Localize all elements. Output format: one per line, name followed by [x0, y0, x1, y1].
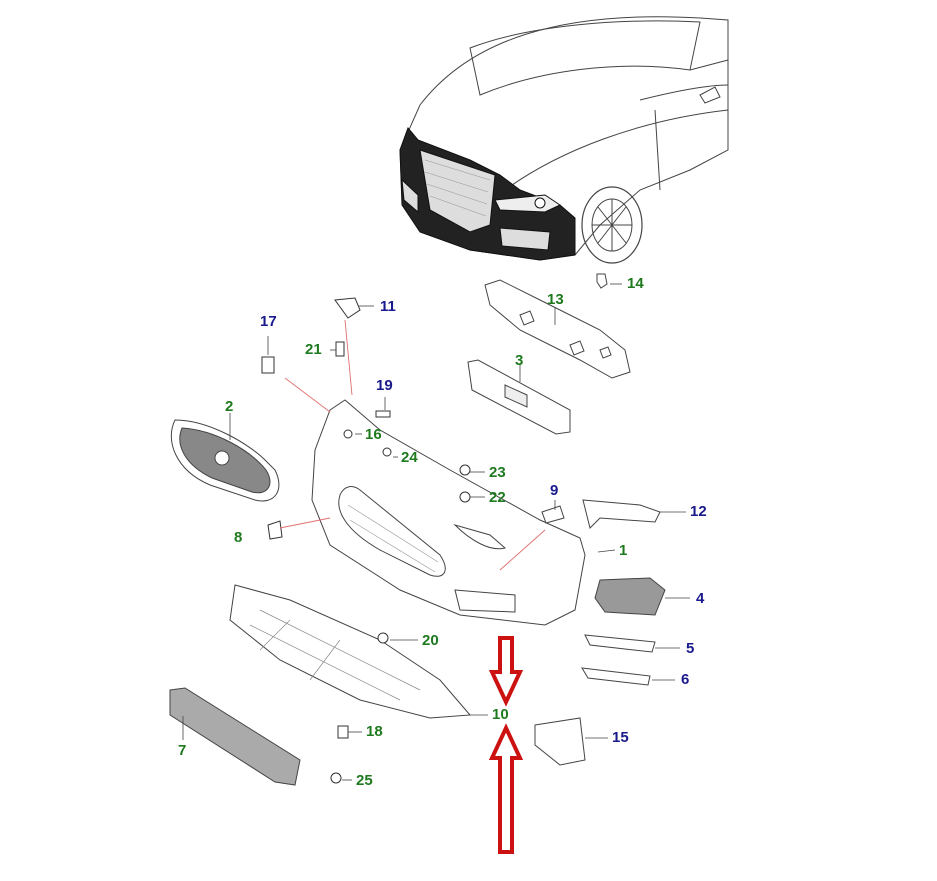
callout-10: 10	[492, 706, 509, 723]
callout-12: 12	[690, 503, 707, 520]
callout-23: 23	[489, 464, 506, 481]
part-1-shape	[311, 399, 586, 626]
callout-20: 20	[422, 632, 439, 649]
callout-13: 13	[547, 291, 564, 308]
callout-3: 3	[515, 352, 524, 369]
callout-8: 8	[234, 529, 243, 546]
part-13-shape	[484, 279, 631, 379]
part-3-shape	[467, 359, 571, 435]
callout-6: 6	[681, 671, 690, 688]
callout-19: 19	[376, 377, 393, 394]
part-12-shape	[582, 499, 661, 529]
part-4-shape	[594, 577, 666, 616]
part-15-shape	[534, 717, 586, 766]
red-arrow	[488, 636, 524, 854]
car-illustration	[399, 16, 729, 264]
part-9-shape	[541, 505, 565, 524]
callout-18: 18	[366, 723, 383, 740]
part-7-shape	[169, 687, 301, 786]
callout-17: 17	[260, 313, 277, 330]
part-6-shape	[581, 667, 651, 686]
callout-21: 21	[305, 341, 322, 358]
callout-2: 2	[225, 398, 234, 415]
part-2-shape	[170, 419, 280, 502]
callout-24: 24	[401, 449, 418, 466]
callout-15: 15	[612, 729, 629, 746]
callout-1: 1	[619, 542, 628, 559]
callout-4: 4	[696, 590, 705, 607]
red-leader-lines	[279, 319, 546, 571]
callout-7: 7	[178, 742, 187, 759]
callout-25: 25	[356, 772, 373, 789]
callout-16: 16	[365, 426, 382, 443]
callout-22: 22	[489, 489, 506, 506]
callout-5: 5	[686, 640, 695, 657]
part-10-shape	[229, 584, 472, 719]
fasteners	[261, 297, 471, 784]
callout-11: 11	[380, 298, 396, 315]
part-14-shape	[596, 273, 608, 289]
callout-9: 9	[550, 482, 559, 499]
leader-lines	[182, 283, 690, 781]
part-5-shape	[584, 634, 656, 653]
callout-14: 14	[627, 275, 644, 292]
